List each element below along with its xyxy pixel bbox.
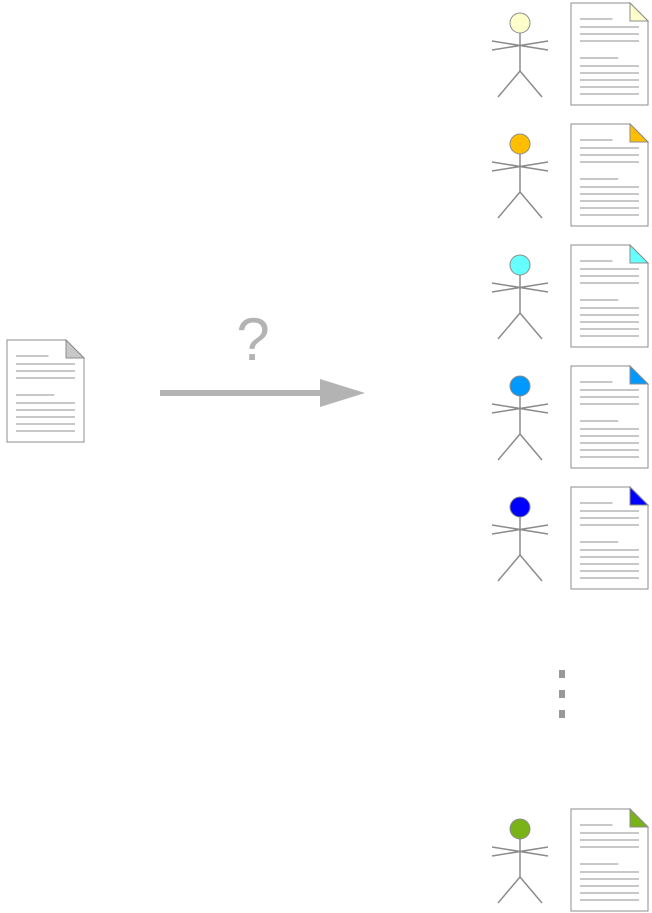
ellipsis-dot <box>559 710 565 718</box>
question-mark-label: ? <box>236 306 269 373</box>
person-leg <box>497 433 521 461</box>
document-icon <box>570 807 650 912</box>
arrow-head <box>320 379 365 407</box>
person-leg <box>497 312 521 340</box>
person-leg <box>497 191 521 219</box>
document-icon <box>6 338 86 443</box>
document-folded-corner <box>629 807 650 828</box>
person-leg <box>497 876 521 904</box>
person-icon <box>491 818 549 904</box>
candidate-author-n <box>491 807 650 912</box>
person-head <box>509 818 531 840</box>
person-head <box>509 12 531 34</box>
document-icon <box>570 122 650 227</box>
candidate-author-5 <box>491 485 650 590</box>
person-arms <box>491 40 549 51</box>
attribution-arrow: ? <box>160 306 365 407</box>
candidate-authors <box>491 1 650 912</box>
person-arms <box>491 846 549 857</box>
candidate-author-3 <box>491 243 650 348</box>
person-arms <box>491 524 549 535</box>
document-folded-corner <box>629 485 650 506</box>
vertical-ellipsis-icon <box>559 670 565 718</box>
document-folded-corner <box>629 1 650 22</box>
document-icon <box>570 485 650 590</box>
person-leg <box>497 70 521 98</box>
person-icon <box>491 133 549 219</box>
candidate-author-1 <box>491 1 650 106</box>
document-folded-corner <box>629 122 650 143</box>
person-icon <box>491 375 549 461</box>
person-leg <box>519 70 543 98</box>
person-leg <box>497 554 521 582</box>
document-folded-corner <box>629 364 650 385</box>
person-leg <box>519 312 543 340</box>
document-folded-corner <box>65 338 86 359</box>
person-leg <box>519 554 543 582</box>
person-icon <box>491 496 549 582</box>
document-icon <box>570 364 650 469</box>
candidate-author-2 <box>491 122 650 227</box>
person-head <box>509 375 531 397</box>
person-arms <box>491 161 549 172</box>
document-folded-corner <box>629 243 650 264</box>
ellipsis-dot <box>559 670 565 678</box>
person-head <box>509 254 531 276</box>
candidate-author-4 <box>491 364 650 469</box>
person-leg <box>519 433 543 461</box>
ellipsis-dot <box>559 690 565 698</box>
person-arms <box>491 403 549 414</box>
person-head <box>509 496 531 518</box>
person-arms <box>491 282 549 293</box>
person-head <box>509 133 531 155</box>
person-icon <box>491 12 549 98</box>
source-document-icon <box>6 338 86 443</box>
person-leg <box>519 191 543 219</box>
person-leg <box>519 876 543 904</box>
document-icon <box>570 1 650 106</box>
person-icon <box>491 254 549 340</box>
document-icon <box>570 243 650 348</box>
